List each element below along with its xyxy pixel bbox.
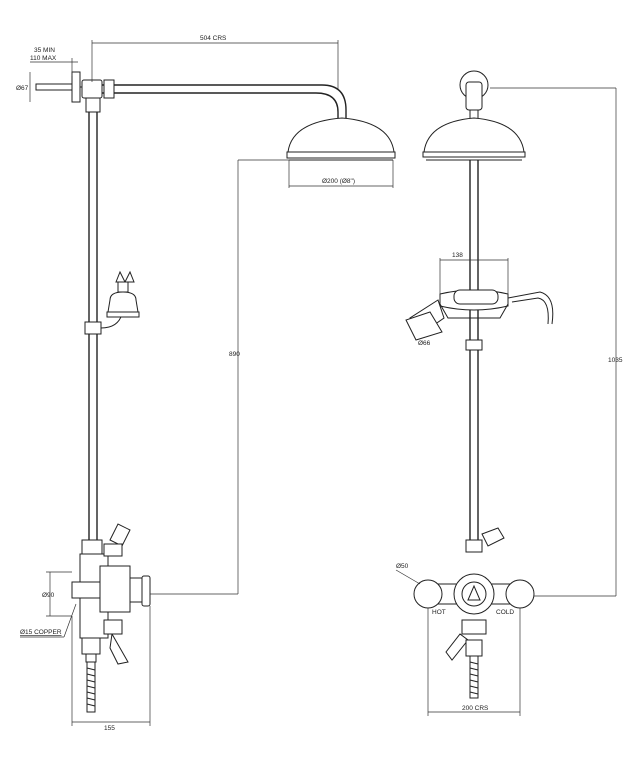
dimension-labels: 504 CRS 35 MIN 110 MAX Ø67 Ø200 (Ø8") 89… [16,35,623,732]
riser-pipe [85,97,101,540]
valve-side [71,523,151,713]
handset-cradle-front [405,289,554,351]
dim-cradle-width: 138 [452,252,463,259]
dim-head-diameter: Ø200 (Ø8") [322,178,355,185]
shower-head-front [422,117,526,161]
front-view [405,70,554,699]
dim-handset-diameter: Ø66 [418,340,431,347]
dim-bottom-crs: 200 CRS [462,705,489,712]
dim-valve-diameter: Ø90 [42,592,55,599]
bracket-front [459,70,489,123]
dim-valve-width: 155 [104,725,115,732]
shower-arm [81,79,347,118]
dim-top-crs: 504 CRS [200,35,227,42]
label-cold: COLD [496,609,514,616]
dim-height-left: 890 [229,351,240,358]
dim-wall-min: 35 MIN [34,47,55,54]
label-hot: HOT [432,609,446,616]
handset-holder-side [84,270,140,335]
dimension-lines [20,40,617,726]
shower-head-side [286,117,396,161]
dim-elbow-diameter: Ø50 [396,563,409,570]
dim-copper: Ø15 COPPER [20,629,62,636]
dim-wall-max: 110 MAX [30,55,57,62]
valve-front [413,527,535,699]
side-view [35,71,396,713]
dim-height-right: 1035 [608,357,623,364]
dim-wall-flange: Ø67 [16,85,29,92]
